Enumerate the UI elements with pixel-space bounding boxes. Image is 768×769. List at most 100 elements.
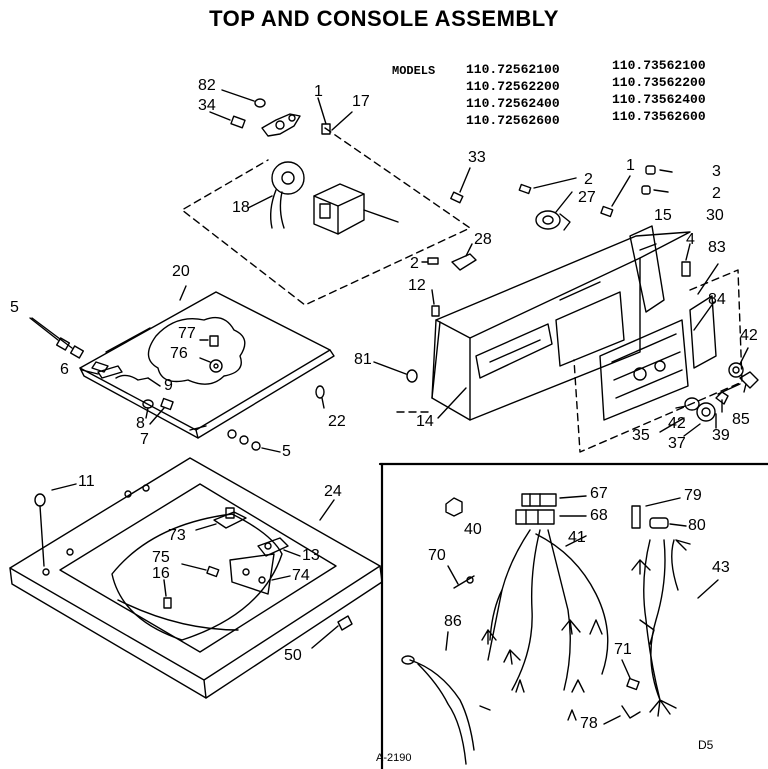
callout-84: 84 — [708, 291, 726, 308]
callout-42: 42 — [668, 415, 686, 432]
console-panel — [431, 225, 691, 421]
callout-40: 40 — [464, 521, 482, 538]
model-number: 110.72562200 — [466, 79, 560, 94]
callout-7: 7 — [140, 431, 149, 448]
callout-6: 6 — [60, 361, 69, 378]
callout-24: 24 — [324, 483, 342, 500]
callout-68: 68 — [590, 507, 608, 524]
model-number: 110.72562400 — [466, 96, 560, 111]
callout-4: 4 — [686, 231, 695, 248]
callout-5: 5 — [282, 443, 291, 460]
model-number: 110.73562400 — [612, 92, 706, 107]
cord-86 — [401, 631, 491, 765]
model-number: 110.73562200 — [612, 75, 706, 90]
callout-28: 28 — [474, 231, 492, 248]
callout-14: 14 — [416, 413, 434, 430]
callout-2: 2 — [410, 255, 419, 272]
callout-78: 78 — [580, 715, 598, 732]
knob-27 — [535, 191, 573, 231]
callout-83: 83 — [708, 239, 726, 256]
screw-1-right — [600, 175, 631, 218]
timer-motor-18 — [247, 161, 305, 229]
control-board-84 — [599, 295, 717, 421]
footer-page: D5 — [698, 738, 714, 752]
callout-76: 76 — [170, 345, 188, 362]
part-78 — [603, 705, 641, 725]
callout-73: 73 — [168, 527, 186, 544]
callout-50: 50 — [284, 647, 302, 664]
screw-3 — [645, 165, 673, 175]
part-8 — [142, 399, 154, 419]
callout-67: 67 — [590, 485, 608, 502]
bumper-22 — [315, 385, 325, 409]
lid-bumper-76 — [199, 357, 223, 373]
lid-switch-73 — [195, 507, 247, 531]
callout-2: 2 — [712, 185, 721, 202]
part-70 — [447, 565, 475, 589]
part-37 — [696, 402, 716, 422]
part-40 — [445, 497, 463, 517]
callout-70: 70 — [428, 547, 446, 564]
hardware-bracket-17 — [261, 113, 301, 137]
model-number: 110.73562600 — [612, 109, 706, 124]
callout-37: 37 — [668, 435, 686, 452]
plug-11 — [34, 483, 77, 567]
harness-41 — [481, 529, 609, 721]
hardware-screw-82 — [221, 89, 266, 108]
screw-75 — [181, 563, 220, 578]
callout-8: 8 — [136, 415, 145, 432]
callout-74: 74 — [292, 567, 310, 584]
hinge-9-arm — [115, 374, 161, 387]
callout-41: 41 — [568, 529, 586, 546]
upper-dashed-region — [181, 127, 471, 306]
clip-50 — [311, 615, 353, 649]
callout-86: 86 — [444, 613, 462, 630]
part-85 — [739, 371, 759, 393]
callout-15: 15 — [654, 207, 672, 224]
connector-67 — [521, 493, 587, 507]
callout-35: 35 — [632, 427, 650, 444]
callout-20: 20 — [172, 263, 190, 280]
callout-30: 30 — [706, 207, 724, 224]
callout-75: 75 — [152, 549, 170, 566]
callout-34: 34 — [198, 97, 216, 114]
callout-85: 85 — [732, 411, 750, 428]
model-number: 110.72562100 — [466, 62, 560, 77]
part-7 — [149, 397, 174, 425]
callout-3: 3 — [712, 163, 721, 180]
callout-17: 17 — [352, 93, 370, 110]
timer-body — [313, 183, 399, 235]
screws-5-lower — [227, 429, 281, 453]
callout-13: 13 — [302, 547, 320, 564]
part-80 — [649, 517, 687, 529]
callout-39: 39 — [712, 427, 730, 444]
callout-33: 33 — [468, 149, 486, 166]
callout-43: 43 — [712, 559, 730, 576]
part-39 — [715, 391, 729, 413]
screw-12 — [431, 289, 440, 317]
top-lid-20 — [79, 291, 335, 439]
switch-13 — [257, 537, 301, 557]
models-label: MODELS — [392, 64, 436, 78]
part-16 — [163, 579, 172, 609]
screw-2-upper — [518, 177, 577, 195]
model-number: 110.73562100 — [612, 58, 706, 73]
part-81 — [373, 361, 418, 383]
callout-22: 22 — [328, 413, 346, 430]
hardware-screw-1 — [317, 97, 331, 135]
callout-16: 16 — [152, 565, 170, 582]
callout-77: 77 — [178, 325, 196, 342]
bracket-28 — [451, 243, 477, 271]
callout-2: 2 — [584, 171, 593, 188]
screw-2-left — [421, 257, 439, 265]
callout-1: 1 — [626, 157, 635, 174]
callout-71: 71 — [614, 641, 632, 658]
callout-81: 81 — [354, 351, 372, 368]
screws-5-upper — [29, 317, 85, 359]
callout-18: 18 — [232, 199, 250, 216]
hinge-6 — [81, 365, 123, 379]
lid-screw-77 — [199, 335, 219, 347]
part-79 — [631, 497, 681, 529]
